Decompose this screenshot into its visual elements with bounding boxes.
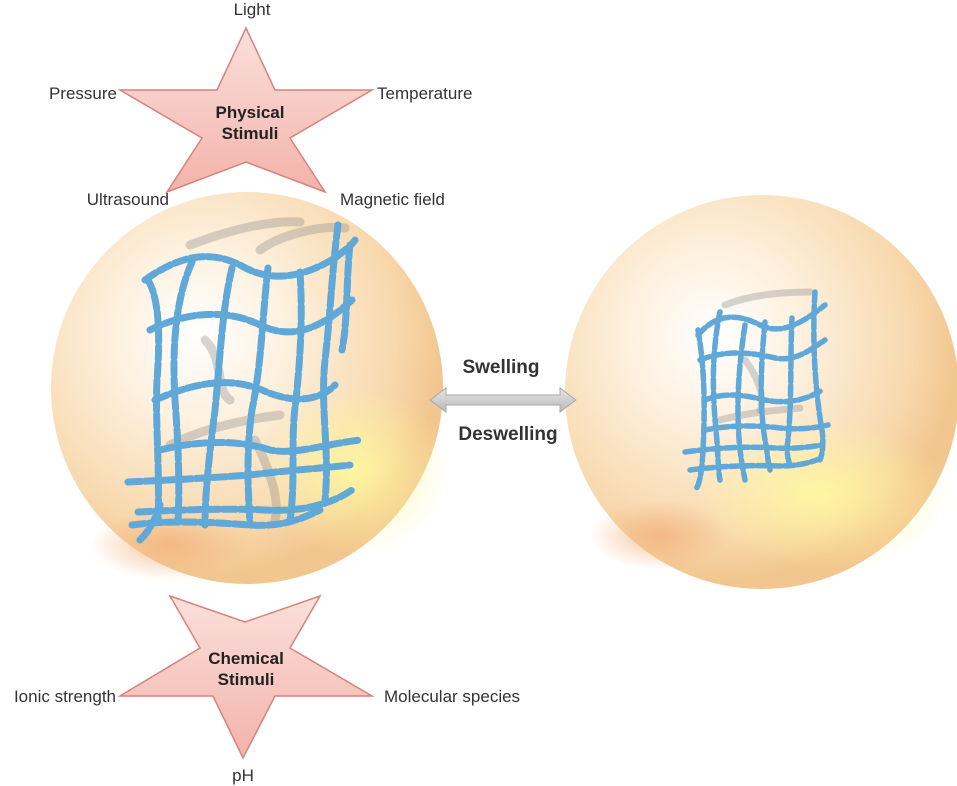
stimulus-molecular-species: Molecular species <box>384 687 520 706</box>
stimulus-ionic-strength: Ionic strength <box>14 687 116 706</box>
swelling-deswelling-arrow: Swelling Deswelling <box>429 357 577 445</box>
physical-stimuli-star: Physical Stimuli Light Pressure Temperat… <box>49 0 472 209</box>
stimulus-ultrasound: Ultrasound <box>87 190 169 209</box>
chemical-star-icon <box>117 594 375 760</box>
swollen-polymer-network <box>124 221 364 544</box>
stimulus-ph: pH <box>232 766 254 785</box>
stimulus-pressure: Pressure <box>49 84 117 103</box>
chemical-stimuli-title-line1: Chemical <box>208 649 284 668</box>
physical-stimuli-title-line2: Stimuli <box>222 124 279 143</box>
swollen-hydrogel <box>51 192 450 584</box>
stimulus-temperature: Temperature <box>377 84 472 103</box>
deswollen-hydrogel <box>565 195 957 589</box>
swelling-label: Swelling <box>462 357 539 378</box>
deswollen-sphere-yellow-glow <box>690 420 950 570</box>
chemical-stimuli-title-line2: Stimuli <box>218 670 275 689</box>
chemical-stimuli-star: Chemical Stimuli Ionic strength Molecula… <box>14 594 520 785</box>
deswollen-polymer-network <box>682 289 831 493</box>
deswollen-sphere-orange-glow <box>590 500 730 570</box>
stimulus-light: Light <box>234 0 271 19</box>
physical-star-icon <box>117 26 375 194</box>
stimulus-magnetic-field: Magnetic field <box>340 190 445 209</box>
double-arrow-icon <box>429 387 577 413</box>
deswelling-label: Deswelling <box>458 424 557 445</box>
physical-stimuli-title-line1: Physical <box>216 103 285 122</box>
